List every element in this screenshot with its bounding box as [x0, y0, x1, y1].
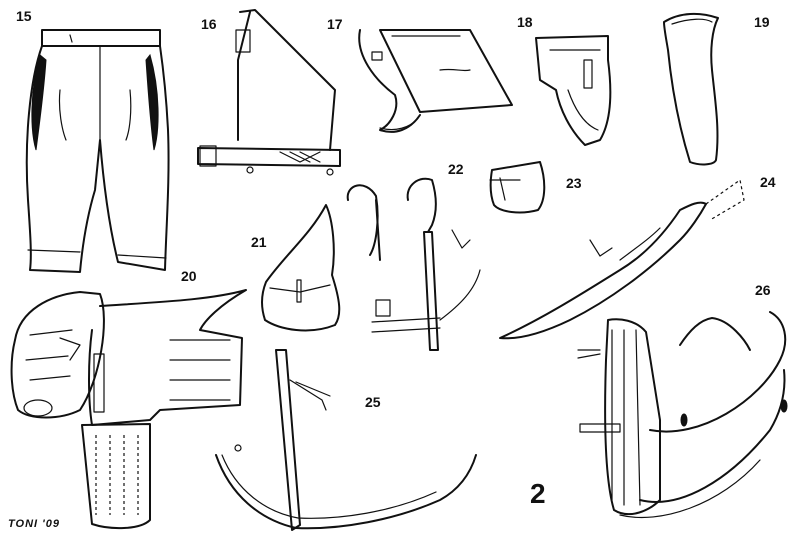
breeches-drawing	[25, 29, 170, 273]
sword-drawing	[346, 177, 481, 351]
label-25: 25	[365, 394, 381, 410]
small-pouch-drawing	[489, 161, 546, 214]
saddle-drawing	[10, 289, 247, 530]
artist-signature: TONI '09	[8, 518, 60, 530]
lanyard-drawing	[663, 12, 719, 166]
bridle-drawing	[577, 311, 788, 519]
pouch-drawing	[261, 204, 341, 332]
map-case-drawing	[358, 29, 513, 133]
label-23: 23	[566, 175, 582, 191]
label-24: 24	[760, 174, 776, 190]
label-17: 17	[327, 16, 343, 32]
holster-drawing	[535, 35, 612, 146]
label-22: 22	[448, 161, 464, 177]
label-18: 18	[517, 14, 533, 30]
label-16: 16	[201, 16, 217, 32]
label-15: 15	[16, 8, 32, 24]
label-19: 19	[754, 14, 770, 30]
page-number: 2	[530, 478, 546, 509]
breastplate-drawing	[215, 349, 477, 531]
label-20: 20	[181, 268, 197, 284]
scabbard-drawing	[499, 178, 745, 340]
label-21: 21	[251, 234, 267, 250]
belt-drawing	[197, 9, 341, 176]
label-26: 26	[755, 282, 771, 298]
